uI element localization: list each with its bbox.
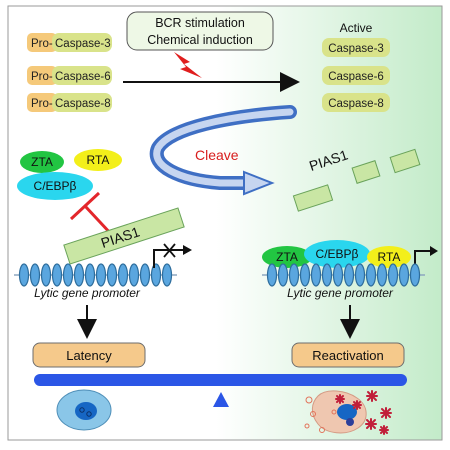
active-caspase-8-label: Caspase-8 xyxy=(328,98,384,110)
cleave-label: Cleave xyxy=(195,147,239,163)
pro-prefix: Pro- xyxy=(31,71,53,83)
pro-caspase-name: Caspase-6 xyxy=(55,71,111,83)
active-caspase-6-label: Caspase-6 xyxy=(328,71,384,83)
latency-label: Latency xyxy=(66,348,112,363)
transcription-arrow-icon xyxy=(414,246,438,268)
stimulus-line-2: Chemical induction xyxy=(147,33,253,47)
active-caspase-group: Active Caspase-3 Caspase-6 Caspase-8 xyxy=(322,21,390,112)
lightning-bolt-icon xyxy=(174,52,202,78)
inhibition-symbol xyxy=(69,191,114,237)
pias1-fragment xyxy=(389,148,421,174)
zta-label: ZTA xyxy=(31,155,53,169)
promoter-label-left: Lytic gene promoter xyxy=(34,286,141,300)
active-caspase-8 xyxy=(322,93,390,112)
cebp-ellipse-right xyxy=(304,240,370,268)
stimulus-line-1: BCR stimulation xyxy=(155,16,245,30)
reactivation-box: Reactivation xyxy=(291,342,405,368)
rta-label: RTA xyxy=(87,153,110,167)
latent-cell-icon xyxy=(56,389,112,431)
rta-label-right: RTA xyxy=(378,250,401,264)
pro-caspase-group: Pro- Caspase-3 Pro- Caspase-6 Pro- Caspa… xyxy=(27,33,112,112)
pro-caspase-6: Pro- Caspase-6 xyxy=(27,66,112,85)
pro-caspase-3: Pro- Caspase-3 xyxy=(27,33,112,52)
pro-caspase-8: Pro- Caspase-8 xyxy=(27,93,112,112)
seesaw-bar xyxy=(34,374,407,386)
reactivation-label: Reactivation xyxy=(312,348,384,363)
pro-prefix: Pro- xyxy=(31,38,53,50)
zta-label-right: ZTA xyxy=(276,250,298,264)
rta-ellipse xyxy=(74,149,122,171)
active-caspase-6 xyxy=(322,66,390,85)
stimulus-box: BCR stimulation Chemical induction xyxy=(126,11,274,51)
pro-caspase-name: Caspase-8 xyxy=(55,98,111,110)
active-caspase-3 xyxy=(322,38,390,57)
right-transcription-factors: ZTA C/EBPβ RTA xyxy=(262,240,411,268)
latency-box: Latency xyxy=(32,342,146,368)
rta-ellipse-right xyxy=(367,246,411,268)
active-title: Active xyxy=(340,21,373,35)
active-caspase-3-label: Caspase-3 xyxy=(328,43,384,55)
cebp-label-right: C/EBPβ xyxy=(316,247,359,261)
left-transcription-factors: RTA ZTA C/EBPβ xyxy=(17,149,122,200)
lytic-cell-icon xyxy=(304,390,392,435)
dna-left xyxy=(14,263,177,287)
blocked-transcription-icon xyxy=(153,243,192,268)
pro-caspase-name: Caspase-3 xyxy=(55,38,111,50)
promoter-label-right: Lytic gene promoter xyxy=(287,286,394,300)
pias1-fragment xyxy=(292,184,334,212)
fulcrum-icon xyxy=(213,392,229,407)
cleave-arc-arrow xyxy=(149,105,297,196)
pias1-fragment xyxy=(351,160,381,184)
dna-right xyxy=(262,263,425,287)
cebp-label: C/EBPβ xyxy=(34,179,77,193)
cebp-ellipse xyxy=(17,172,93,200)
zta-ellipse xyxy=(20,151,64,173)
zta-ellipse-right xyxy=(262,246,312,268)
pro-prefix: Pro- xyxy=(31,98,53,110)
